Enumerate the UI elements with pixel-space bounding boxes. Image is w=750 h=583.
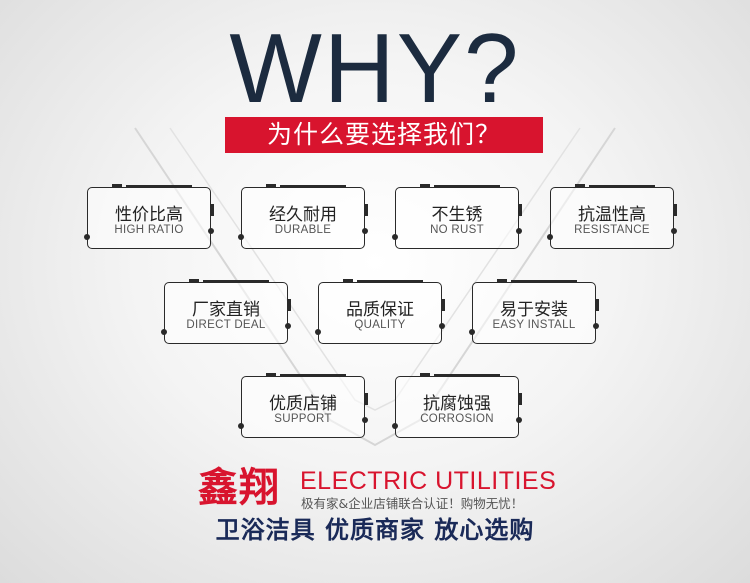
feature-title: 抗温性高 xyxy=(578,205,646,225)
feature-title: 优质店铺 xyxy=(269,394,337,414)
feature-subtitle: CORROSION xyxy=(420,413,494,425)
page-title: WHY? xyxy=(229,13,521,123)
feature-subtitle: HIGH RATIO xyxy=(114,224,184,236)
feature-card-resistance: 抗温性高 RESISTANCE xyxy=(547,184,677,249)
slogan: 卫浴洁具 优质商家 放心选购 xyxy=(215,516,535,544)
brand-logo: 鑫翔 xyxy=(198,465,280,511)
feature-title: 经久耐用 xyxy=(269,205,337,225)
feature-subtitle: EASY INSTALL xyxy=(492,319,576,331)
feature-title: 厂家直销 xyxy=(192,300,260,320)
brand-certification-text: 极有家&企业店铺联合认证！购物无忧！ xyxy=(301,496,524,511)
feature-title: 不生锈 xyxy=(431,205,483,225)
feature-title: 易于安装 xyxy=(500,300,568,320)
feature-title: 抗腐蚀强 xyxy=(423,394,491,414)
feature-title: 品质保证 xyxy=(346,300,414,320)
feature-card-support: 优质店铺 SUPPORT xyxy=(238,373,368,438)
feature-subtitle: NO RUST xyxy=(430,224,484,236)
feature-subtitle: RESISTANCE xyxy=(574,224,650,236)
feature-card-easy-install: 易于安装 EASY INSTALL xyxy=(469,279,599,344)
feature-card-quality: 品质保证 QUALITY xyxy=(315,279,445,344)
feature-subtitle: SUPPORT xyxy=(274,413,332,425)
feature-card-no-rust: 不生锈 NO RUST xyxy=(392,184,522,249)
feature-card-durable: 经久耐用 DURABLE xyxy=(238,184,368,249)
feature-card-corrosion: 抗腐蚀强 CORROSION xyxy=(392,373,522,438)
feature-title: 性价比高 xyxy=(115,205,183,225)
feature-subtitle: QUALITY xyxy=(354,319,406,331)
feature-subtitle: DIRECT DEAL xyxy=(186,319,266,331)
subtitle-banner: 为什么要选择我们？ xyxy=(225,117,543,153)
brand-name-en: ELECTRIC UTILITIES xyxy=(300,467,557,495)
feature-card-direct-deal: 厂家直销 DIRECT DEAL xyxy=(161,279,291,344)
feature-subtitle: DURABLE xyxy=(274,224,332,236)
feature-card-high-ratio: 性价比高 HIGH RATIO xyxy=(84,184,214,249)
